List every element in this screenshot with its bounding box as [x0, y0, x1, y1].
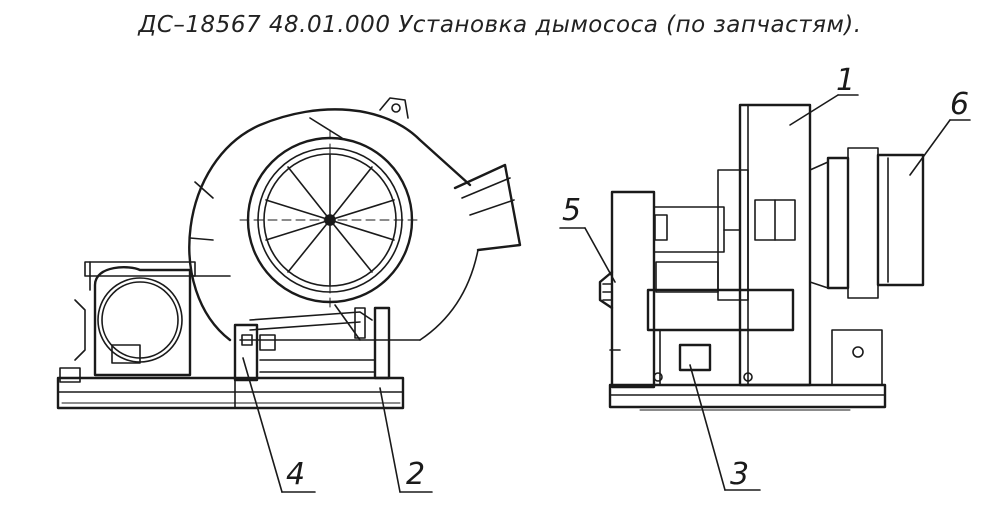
motor-left — [59, 261, 231, 383]
right-view — [598, 103, 925, 411]
impeller — [239, 129, 421, 311]
fan-casing — [717, 103, 812, 387]
bearing-support-right — [609, 329, 883, 386]
callout-leaders — [242, 94, 971, 493]
callout-3: 3 — [730, 457, 749, 492]
left-view — [56, 97, 522, 410]
motor-right — [598, 190, 795, 389]
callout-2: 2 — [406, 457, 425, 492]
bearing-support-left — [233, 304, 391, 382]
callout-4: 4 — [286, 457, 305, 492]
fan-volute — [188, 97, 522, 342]
callout-5: 5 — [562, 193, 581, 228]
base-frame-right — [608, 383, 887, 411]
inlet-duct — [809, 147, 925, 299]
callout-6: 6 — [950, 87, 969, 122]
callout-1: 1 — [836, 63, 855, 98]
drawing-title: ДС–18567 48.01.000 Установка дымососа (п… — [138, 12, 862, 38]
base-frame-left — [56, 376, 405, 410]
